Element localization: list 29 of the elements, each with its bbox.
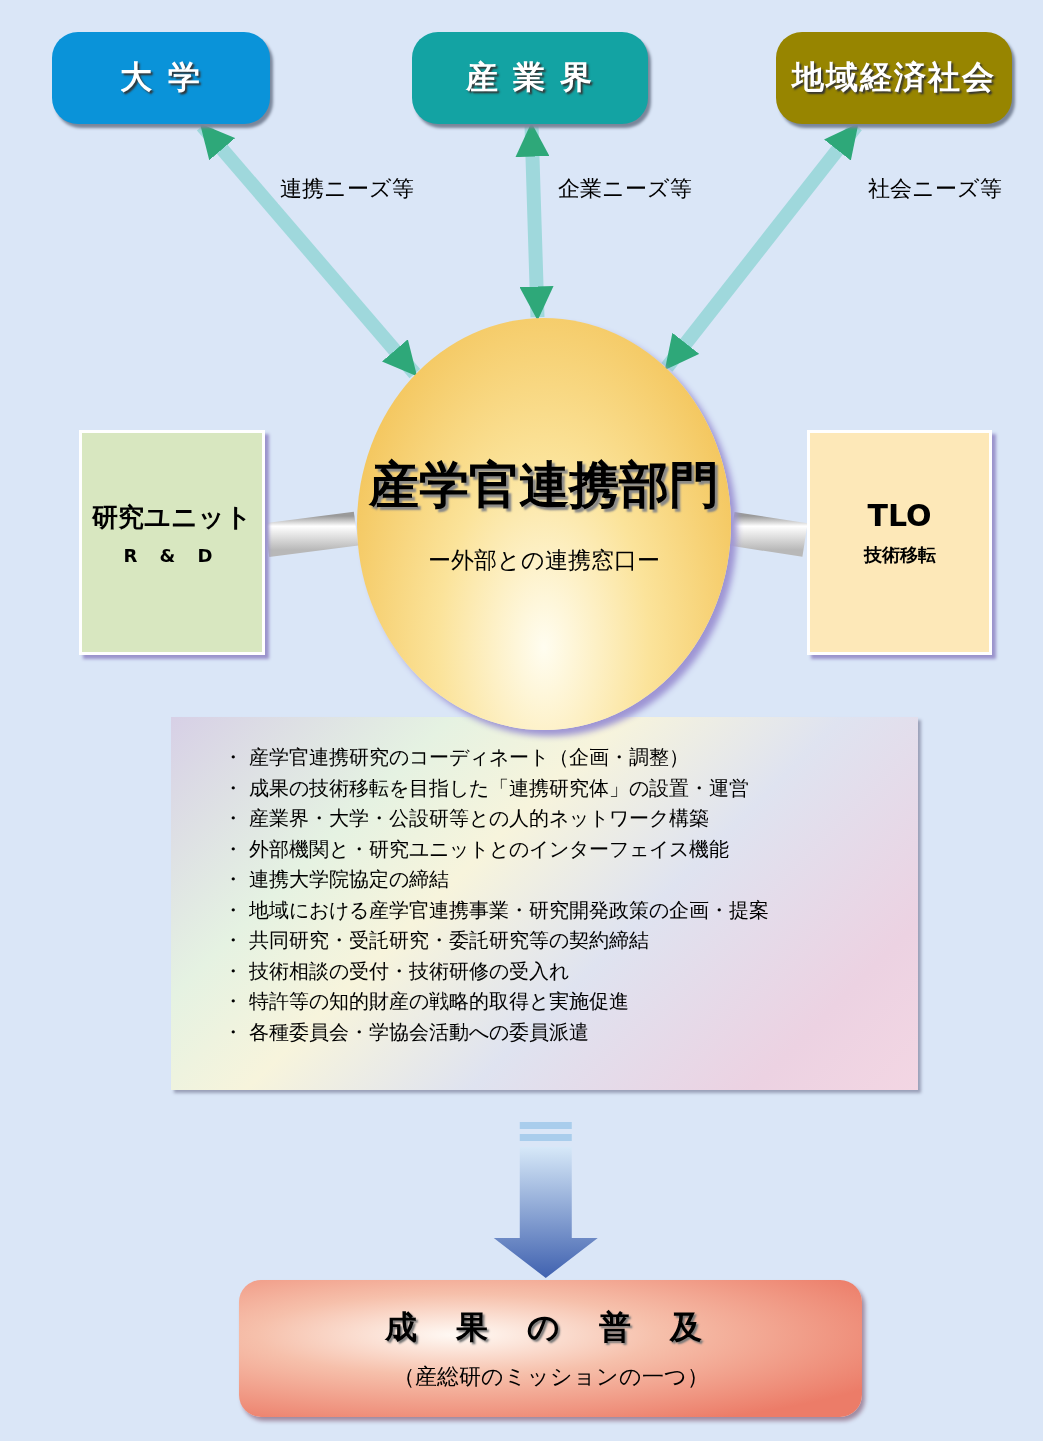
unit-name: TLO (867, 498, 932, 533)
department-title: 産学官連携部門 (369, 454, 719, 516)
organization-name: 産 業 界 (465, 57, 595, 98)
list-item: ・ 特許等の知的財産の戦略的取得と実施促進 (223, 988, 631, 1015)
list-item: ・ 地域における産学官連携事業・研究開発政策の企画・提案 (223, 896, 770, 924)
unit-name: 研究ユニット (92, 500, 252, 534)
unit-subtitle: 技術移転 (863, 543, 936, 567)
edge-label: 連携ニーズ等 (278, 174, 416, 204)
list-item: ・ 連携大学院協定の締結 (223, 866, 451, 893)
unit-box (79, 430, 265, 655)
list-item: ・ 共同研究・受託研究・委託研究等の契約締結 (223, 927, 651, 954)
list-item: ・ 各種委員会・学協会活動への委員派遣 (223, 1018, 591, 1046)
unit-subtitle: R & D (123, 544, 221, 566)
organization-name: 大 学 (120, 57, 202, 98)
result-subtitle: （産総研のミッションの一つ） (392, 1362, 709, 1391)
list-item: ・ 産学官連携研究のコーディネート（企画・調整） (223, 744, 691, 771)
department-subtitle: ー外部との連携窓口ー (428, 546, 660, 575)
organization-box (412, 32, 648, 124)
organization-box (52, 32, 270, 124)
result-box (239, 1280, 862, 1417)
list-item: ・ 産業界・大学・公設研等との人的ネットワーク構築 (223, 805, 711, 832)
organization-box (776, 32, 1012, 124)
list-item: ・ 技術相談の受付・技術研修の受入れ (223, 957, 571, 985)
organization-name: 地域経済社会 (792, 57, 996, 98)
unit-box (807, 430, 992, 655)
task-list-panel (171, 717, 918, 1090)
list-item: ・ 外部機関と・研究ユニットとのインターフェイス機能 (223, 835, 731, 863)
result-title: 成 果 の 普 及 (384, 1306, 717, 1348)
list-item: ・ 成果の技術移転を目指した「連携研究体」の設置・運営 (223, 774, 751, 802)
